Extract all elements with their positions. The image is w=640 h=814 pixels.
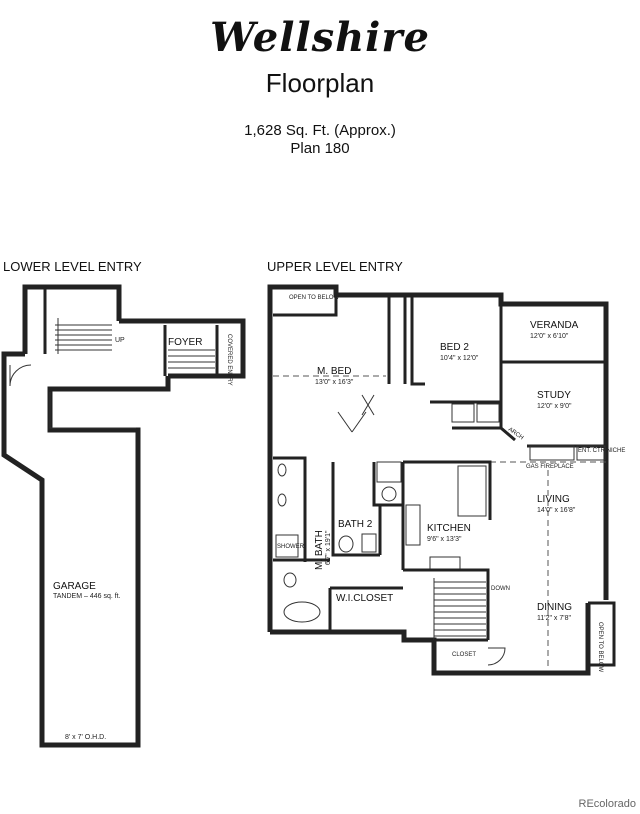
veranda-label: VERANDA	[530, 320, 579, 331]
plan-number: Plan 180	[290, 140, 350, 157]
down-label: DOWN	[491, 586, 510, 592]
living-size: 14'0" x 16'8"	[537, 507, 576, 514]
garage-door-label: 8' x 7' O.H.D.	[65, 734, 106, 741]
mbath-label: M. BATH	[314, 530, 325, 570]
garage-label: GARAGE	[53, 581, 96, 592]
source-credit: REcolorado	[578, 798, 636, 810]
lower-level-label: LOWER LEVEL ENTRY	[3, 259, 142, 274]
kitchen-label: KITCHEN	[427, 523, 471, 534]
study-size: 12'0" x 9'0"	[537, 403, 572, 410]
page-subtitle: Floorplan	[265, 68, 375, 98]
open-to-below-upper-label: OPEN TO BELOW	[289, 295, 339, 301]
ent-ctr-label: ENT. CTR NICHE	[578, 448, 625, 454]
up-label: UP	[115, 337, 125, 344]
brand-logo-title: Wellshire	[210, 14, 430, 61]
living-label: LIVING	[537, 494, 570, 505]
veranda-size: 12'0" x 6'10"	[530, 333, 569, 340]
study-label: STUDY	[537, 390, 571, 401]
mbath-size: 6'7" x 19'1"	[325, 530, 332, 565]
upper-level-plan: OPEN TO BELOW M. BED 13'0" x 16'3" BED 2…	[267, 284, 625, 676]
foyer-label: FOYER	[168, 337, 202, 348]
dining-size: 11'2" x 7'8"	[537, 615, 571, 622]
mbed-label: M. BED	[317, 366, 351, 377]
bed2-size: 10'4" x 12'0"	[440, 355, 479, 362]
garage-size: TANDEM – 446 sq. ft.	[53, 593, 121, 600]
mbed-size: 13'0" x 16'3"	[315, 379, 354, 386]
wicloset-label: W.I.CLOSET	[336, 593, 393, 604]
closet-label: CLOSET	[452, 652, 476, 658]
lower-level-plan: UP FOYER COVERED ENTRY GARAGE TANDEM – 4…	[1, 284, 246, 748]
dining-label: DINING	[537, 602, 572, 613]
covered-entry-label: COVERED ENTRY	[226, 334, 232, 386]
upper-level-label: UPPER LEVEL ENTRY	[267, 259, 403, 274]
square-footage: 1,628 Sq. Ft. (Approx.)	[244, 122, 396, 139]
bed2-label: BED 2	[440, 342, 469, 353]
kitchen-size: 9'6" x 13'3"	[427, 536, 462, 543]
open-to-below-right-label: OPEN TO BELOW	[597, 622, 603, 672]
shower-label: SHOWER	[277, 544, 305, 550]
gas-fireplace-label: GAS FIREPLACE	[526, 464, 574, 470]
bath2-label: BATH 2	[338, 519, 373, 530]
